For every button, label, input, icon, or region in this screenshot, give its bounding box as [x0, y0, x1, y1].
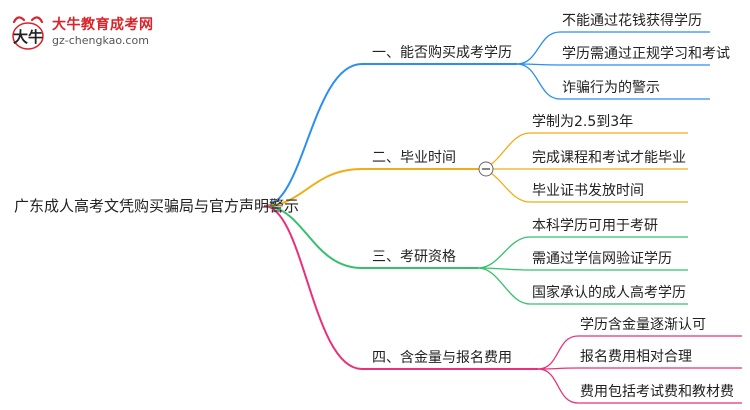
subtopic-3-1[interactable]: 本科学历可用于考研	[532, 218, 658, 234]
collapse-toggle-icon[interactable]	[478, 161, 494, 177]
subtopic-3-2[interactable]: 需通过学信网验证学历	[532, 251, 672, 267]
branch-connector-4	[263, 205, 363, 370]
subtopic-2-3[interactable]: 毕业证书发放时间	[532, 183, 644, 199]
child-connector	[516, 31, 561, 65]
branch-connector-2	[263, 168, 363, 207]
subtopic-4-3[interactable]: 费用包括考试费和教材费	[580, 384, 734, 400]
child-connector	[537, 335, 579, 370]
logo-title: 大牛教育成考网	[52, 17, 154, 33]
subtopic-4-2[interactable]: 报名费用相对合理	[580, 349, 692, 365]
branch-topic-4[interactable]: 四、含金量与报名费用	[372, 350, 512, 366]
branch-topic-3[interactable]: 三、考研资格	[372, 249, 456, 265]
svg-text:大牛: 大牛	[13, 28, 43, 46]
branch-topic-2[interactable]: 二、毕业时间	[372, 150, 456, 166]
child-connector	[516, 63, 561, 100]
branch-connector-1	[263, 63, 363, 207]
site-logo[interactable]: 大牛 大牛教育成考网 gz-chengkao.com	[8, 12, 168, 54]
root-topic[interactable]: 广东成人高考文凭购买骗局与官方声明警示	[14, 197, 300, 215]
logo-url: gz-chengkao.com	[52, 34, 149, 47]
subtopic-2-2[interactable]: 完成课程和考试才能毕业	[532, 150, 686, 166]
child-connector	[477, 267, 531, 305]
child-connector	[537, 368, 579, 404]
bull-logo-icon: 大牛	[12, 16, 44, 50]
subtopic-1-2[interactable]: 学历需通过正规学习和考试	[562, 46, 730, 62]
branch-topic-1[interactable]: 一、能否购买成考学历	[372, 45, 512, 61]
branch-connector-3	[263, 205, 363, 269]
subtopic-3-3[interactable]: 国家承认的成人高考学历	[532, 285, 686, 301]
subtopic-1-1[interactable]: 不能通过花钱获得学历	[562, 13, 702, 29]
subtopic-1-3[interactable]: 诈骗行为的警示	[562, 80, 660, 96]
subtopic-4-1[interactable]: 学历含金量逐渐认可	[580, 317, 706, 333]
subtopic-2-1[interactable]: 学制为2.5到3年	[532, 114, 634, 130]
child-connector	[477, 236, 531, 269]
